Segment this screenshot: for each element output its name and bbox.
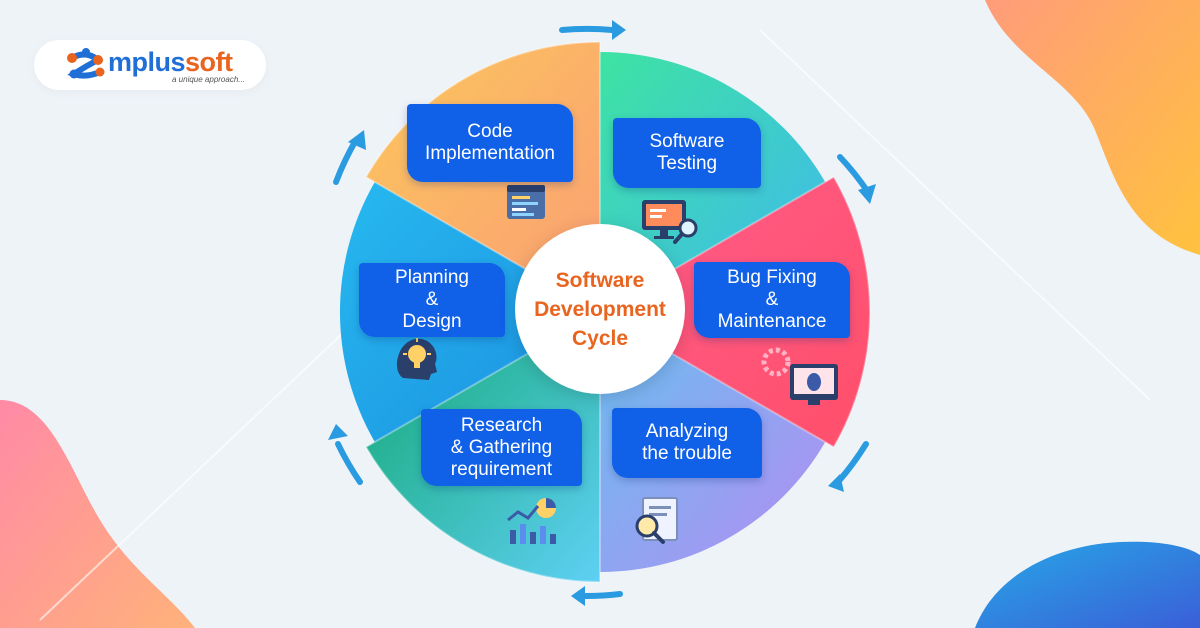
stage-label-analyzing: Analyzing the trouble [612,408,762,478]
analytics-chart-icon [507,498,556,544]
stage-label-line: Research [460,414,543,436]
document-search-icon [635,497,678,544]
arrow-bottom-left [335,441,363,485]
stage-label-software-testing: Software Testing [613,118,761,188]
brand-mark-icon [67,48,105,79]
arrow-top-right [837,154,871,195]
stage-label-planning-design: Planning & Design [359,263,505,337]
stage-label-line: Analyzing [645,421,729,442]
arrow-top [559,25,615,33]
arrow-heads [328,20,876,606]
head-lightbulb-icon [396,338,437,380]
stage-label-line: Code [467,121,513,142]
stage-label-line: Maintenance [717,311,827,332]
stage-label-line: & [425,289,439,310]
code-window-icon [507,185,545,219]
stage-label-line: Bug Fixing [727,267,817,288]
stage-label-line: Software [649,131,725,152]
stage-label-research: Research & Gathering requirement [421,409,582,486]
blob-bottom-left [0,400,195,628]
stage-label-line: & [765,289,779,310]
stage-label-line: Implementation [425,143,555,164]
monitor-magnifier-icon [642,200,698,244]
stage-label-line: Planning [395,267,469,288]
arrow-left [333,137,359,185]
stage-label-line: Testing [656,153,718,174]
brand-tagline: a unique approach... [172,75,245,84]
arrow-bottom [582,591,623,600]
arrow-right [835,441,869,485]
brand-logo[interactable]: mplussoft a unique approach... [34,40,266,90]
stage-label-line: the trouble [642,443,732,464]
stage-label-line: & Gathering [450,436,553,458]
blob-bottom-right [975,541,1200,628]
stage-label-line: Design [402,311,462,332]
blob-top-right [985,0,1200,255]
brand-name-part2: soft [185,47,233,77]
center-title: Software Development Cycle [534,268,666,350]
brand-name-part1: mplus [108,47,186,77]
brand-name: mplussoft [108,47,233,78]
stage-label-line: requirement [450,458,553,480]
center-circle: Software Development Cycle [515,224,685,394]
stage-label-bug-fixing: Bug Fixing & Maintenance [694,262,850,338]
stage-label-code-implementation: Code Implementation [407,104,573,182]
bug-gear-monitor-icon [761,347,838,405]
